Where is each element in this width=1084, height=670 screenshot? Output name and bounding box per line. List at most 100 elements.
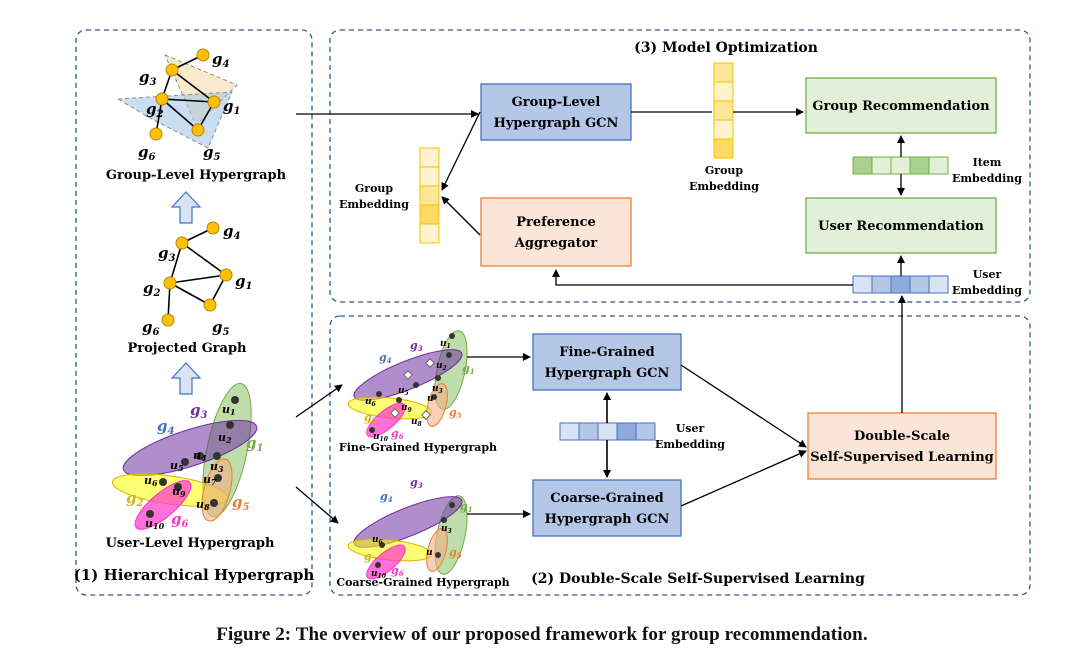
svg-text:g1: g1 xyxy=(223,97,240,117)
svg-text:Hypergraph GCN: Hypergraph GCN xyxy=(545,512,670,527)
group-level-hypergraph: g4 g3 g2 g1 g6 g5 xyxy=(116,48,240,163)
group-embedding-vector-left xyxy=(419,147,440,244)
svg-text:u3: u3 xyxy=(210,460,224,474)
node-g5 xyxy=(191,123,205,137)
svg-text:Preference: Preference xyxy=(516,215,596,230)
fine-grained-hypergraph-label: Fine-Grained Hypergraph xyxy=(339,441,497,454)
svg-text:g5: g5 xyxy=(449,546,462,560)
svg-text:g2: g2 xyxy=(364,411,377,425)
svg-text:u8: u8 xyxy=(196,498,210,512)
svg-text:Aggregator: Aggregator xyxy=(514,236,598,251)
svg-text:u4: u4 xyxy=(193,449,207,463)
coarse-grained-hypergraph-label: Coarse-Grained Hypergraph xyxy=(336,576,509,589)
svg-text:g2: g2 xyxy=(146,100,164,120)
node-g1 xyxy=(207,95,221,109)
svg-text:Coarse-Grained: Coarse-Grained xyxy=(550,491,663,506)
svg-text:Hypergraph GCN: Hypergraph GCN xyxy=(494,116,619,131)
svg-text:Item: Item xyxy=(973,156,1002,169)
optimization-panel-title: (3) Model Optimization xyxy=(634,40,818,56)
svg-text:u2: u2 xyxy=(218,431,232,445)
svg-text:Embedding: Embedding xyxy=(655,438,725,451)
svg-text:Group: Group xyxy=(705,164,744,177)
user-level-hypergraph: u1 u2 u3 u4 u5 u6 u7 u8 u9 u10 g1 g3 g4 … xyxy=(112,382,263,531)
svg-text:g6: g6 xyxy=(391,427,404,441)
svg-text:Embedding: Embedding xyxy=(689,180,759,193)
svg-text:u6: u6 xyxy=(372,535,384,546)
double-scale-ssl-box xyxy=(807,412,997,480)
svg-text:g4: g4 xyxy=(212,50,230,70)
user-level-hypergraph-label: User-Level Hypergraph xyxy=(106,536,275,551)
svg-text:u8: u8 xyxy=(411,417,423,428)
svg-text:Embedding: Embedding xyxy=(952,284,1022,297)
fine-grained-hypergraph: g3 g4 g1 g2 g5 g6 u1 u2 u3 u5 u6 u9 u u8… xyxy=(347,330,475,443)
svg-text:Embedding: Embedding xyxy=(952,172,1022,185)
coarse-grained-hypergraph: g3 g4 g1 g2 g5 g6 u3 u6 u u10 xyxy=(347,476,473,580)
svg-text:g3: g3 xyxy=(139,68,157,88)
user-embedding-vector-ssl xyxy=(559,422,656,441)
svg-text:u7: u7 xyxy=(203,473,217,487)
projected-graph: g4 g3 g2 g1 g6 g5 xyxy=(142,221,252,338)
svg-text:User Recommendation: User Recommendation xyxy=(818,219,984,234)
svg-text:Hypergraph GCN: Hypergraph GCN xyxy=(545,366,670,381)
svg-text:Group-Level: Group-Level xyxy=(512,95,601,110)
svg-text:g5: g5 xyxy=(449,406,462,420)
svg-text:g4: g4 xyxy=(380,490,393,504)
svg-text:u10: u10 xyxy=(145,517,165,531)
coarse-grained-gcn-box xyxy=(532,479,682,537)
fine-grained-gcn-box xyxy=(532,333,682,391)
up-arrow-icon xyxy=(170,191,202,224)
user-embedding-vector-top xyxy=(852,275,949,294)
group-recommendation-box xyxy=(805,77,997,134)
svg-text:g6: g6 xyxy=(138,143,156,163)
svg-text:Embedding: Embedding xyxy=(339,198,409,211)
svg-text:g1: g1 xyxy=(235,272,252,292)
hierarchical-panel-title: (1) Hierarchical Hypergraph xyxy=(74,566,315,584)
svg-text:Self-Supervised Learning: Self-Supervised Learning xyxy=(810,450,994,465)
svg-text:g4: g4 xyxy=(157,417,175,437)
svg-text:User: User xyxy=(676,422,705,435)
figure-caption: Figure 2: The overview of our proposed f… xyxy=(216,624,868,645)
node-g2 xyxy=(155,92,169,106)
svg-text:g3: g3 xyxy=(158,244,176,264)
svg-text:g1: g1 xyxy=(246,434,263,454)
group-level-hypergraph-label: Group-Level Hypergraph xyxy=(106,168,287,183)
svg-text:g5: g5 xyxy=(212,318,230,338)
svg-text:u: u xyxy=(426,548,433,558)
svg-text:u3: u3 xyxy=(441,524,452,535)
framework-diagram: g4 g3 g2 g1 g6 g5 Group-Level Hypergraph… xyxy=(74,29,1031,596)
ssl-panel-title: (2) Double-Scale Self-Supervised Learnin… xyxy=(531,571,865,587)
svg-text:g6: g6 xyxy=(142,318,160,338)
svg-text:u5: u5 xyxy=(170,459,184,473)
svg-text:Double-Scale: Double-Scale xyxy=(854,429,950,444)
svg-text:u6: u6 xyxy=(144,474,158,488)
svg-text:u10: u10 xyxy=(373,432,389,443)
svg-text:g2: g2 xyxy=(126,489,144,509)
svg-text:u9: u9 xyxy=(172,485,186,499)
svg-text:g5: g5 xyxy=(232,493,250,513)
group-embedding-vector-mid xyxy=(713,62,734,159)
svg-text:User: User xyxy=(973,268,1002,281)
preference-aggregator-box xyxy=(480,197,632,267)
svg-text:g6: g6 xyxy=(391,564,404,578)
node-g4 xyxy=(196,48,210,62)
svg-text:u3: u3 xyxy=(432,384,443,395)
user-recommendation-box xyxy=(805,197,997,254)
svg-text:u2: u2 xyxy=(436,361,447,372)
svg-text:u6: u6 xyxy=(365,397,377,408)
svg-text:u1: u1 xyxy=(222,403,236,417)
svg-text:u10: u10 xyxy=(371,569,387,580)
svg-text:Fine-Grained: Fine-Grained xyxy=(559,345,654,360)
svg-text:g4: g4 xyxy=(379,351,392,365)
projected-graph-label: Projected Graph xyxy=(128,341,248,356)
svg-text:g5: g5 xyxy=(203,143,221,163)
svg-text:g2: g2 xyxy=(364,550,377,564)
svg-text:g3: g3 xyxy=(410,476,423,490)
svg-text:Group Recommendation: Group Recommendation xyxy=(812,99,990,114)
svg-text:u9: u9 xyxy=(401,403,413,414)
hierarchical-panel xyxy=(75,29,313,596)
group-level-gcn-box xyxy=(480,83,632,141)
node-g6 xyxy=(149,127,163,141)
svg-text:u: u xyxy=(427,394,434,404)
svg-text:g1: g1 xyxy=(460,500,473,514)
svg-text:Group: Group xyxy=(355,182,394,195)
